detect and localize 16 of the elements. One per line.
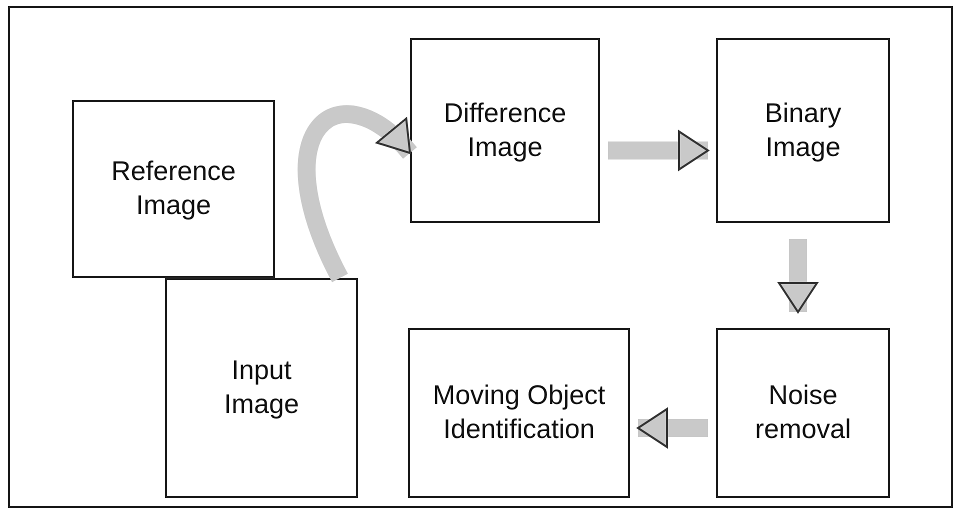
block-arrow: [608, 130, 709, 170]
box-label: Input Image: [222, 354, 300, 421]
block-arrow: [298, 105, 416, 282]
process-box: [165, 278, 358, 498]
box-label: Reference Image: [110, 155, 237, 222]
process-box: [72, 100, 275, 278]
process-box: [408, 328, 630, 498]
box-label: Moving Object Identification: [432, 379, 606, 446]
process-box: [716, 328, 890, 498]
process-box: [716, 38, 890, 223]
box-label: Binary Image: [764, 96, 842, 164]
box-label: Noise removal: [754, 379, 852, 446]
block-arrow: [637, 408, 708, 448]
block-arrow: [778, 239, 818, 313]
box-label: Difference Image: [442, 96, 568, 164]
process-box: [410, 38, 600, 223]
